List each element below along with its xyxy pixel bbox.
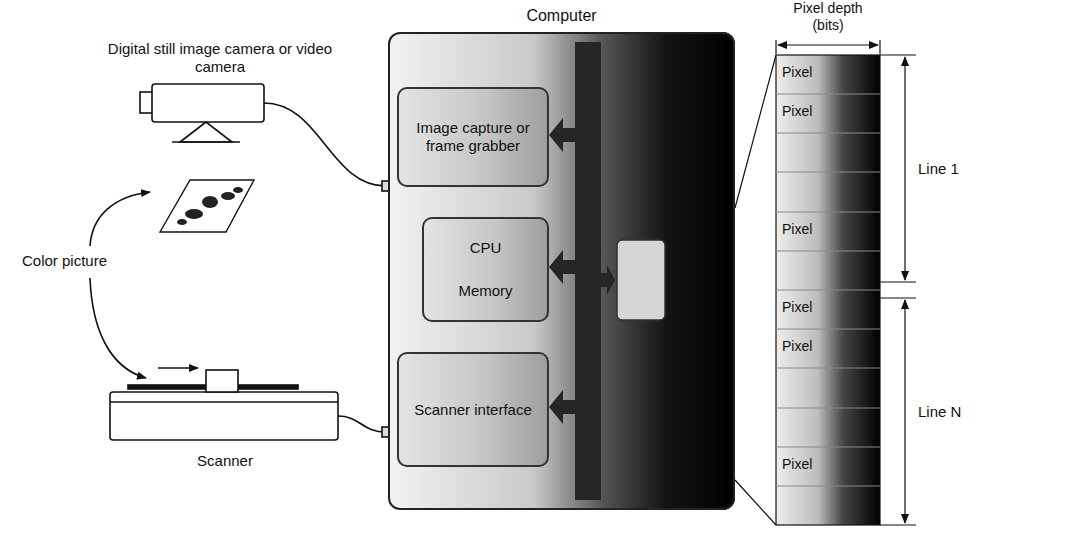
zoom-line <box>735 480 776 525</box>
box-label: CPU <box>470 239 502 257</box>
display-box <box>617 240 665 320</box>
system-bus <box>549 42 615 500</box>
pixel-label: Pixel <box>782 456 842 473</box>
pointer-arrow <box>90 192 150 246</box>
picture-drawing <box>160 180 254 232</box>
line-label: Line 1 <box>918 160 998 178</box>
zoom-line <box>735 55 776 208</box>
pixel-label: Pixel <box>782 221 842 238</box>
picture-label: Color picture <box>22 252 142 270</box>
pixel-label: Pixel <box>782 299 842 316</box>
pixel-label: Pixel <box>782 338 842 355</box>
line-bracket <box>880 55 916 525</box>
line-label: Line N <box>918 403 998 421</box>
camera-drawing <box>140 84 390 191</box>
interface-box: Scanner interface <box>397 352 549 467</box>
device-label: Digital still image camera or video came… <box>95 40 345 76</box>
box-heading: Computer <box>390 7 733 25</box>
computer-ground <box>388 32 735 510</box>
box-label: Scanner interface <box>414 401 532 419</box>
device-label: Scanner <box>165 452 285 470</box>
interface-box: Image capture or frame grabber <box>397 87 549 187</box>
box-label: Memory <box>458 282 512 300</box>
pixel-label: Pixel <box>782 103 842 120</box>
pixel-label: Pixel <box>782 64 842 81</box>
dimension-label: Pixel depth (bits) <box>783 0 873 34</box>
scanner-drawing <box>110 368 390 440</box>
pointer-arrow <box>90 278 146 378</box>
memory-strip <box>776 55 880 525</box>
memory-box: CPU Memory <box>422 217 549 322</box>
box-label: Image capture or frame grabber <box>405 119 541 155</box>
dimension-line <box>776 40 880 54</box>
computer-box: ComputerImage capture or frame grabberCP… <box>388 32 735 510</box>
